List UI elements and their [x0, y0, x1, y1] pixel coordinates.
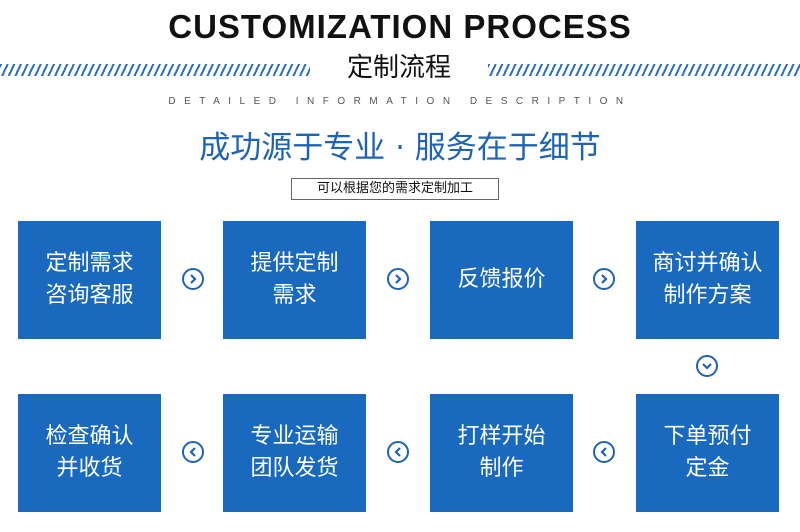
- step-5-line2: 定金: [685, 456, 730, 481]
- chevron-left-circle-icon: [593, 441, 615, 463]
- page-title: CUSTOMIZATION PROCESS: [168, 8, 632, 45]
- step-3-box: 反馈报价: [430, 221, 573, 339]
- step-1-box: 定制需求 咨询客服: [18, 221, 161, 339]
- step-6-box: 打样开始 制作: [430, 394, 573, 512]
- step-4-line2: 制作方案: [663, 283, 752, 308]
- chevron-left-circle-icon: [182, 441, 204, 463]
- step-8-line1: 检查确认: [45, 424, 134, 449]
- step-2-line1: 提供定制: [250, 251, 339, 276]
- detail-caption: DETAILED INFORMATION DESCRIPTION: [168, 96, 632, 107]
- step-6-line1: 打样开始: [457, 424, 546, 449]
- step-1-line2: 咨询客服: [45, 283, 134, 308]
- step-3-line1: 反馈报价: [457, 267, 546, 292]
- hatch-decoration-left: [0, 64, 310, 76]
- chevron-right-circle-icon: [387, 268, 409, 290]
- step-7-line2: 团队发货: [250, 456, 339, 481]
- slogan: 成功源于专业 · 服务在于细节: [199, 130, 601, 166]
- step-6-line2: 制作: [479, 456, 524, 481]
- hatch-decoration-right: [488, 64, 800, 76]
- chevron-left-circle-icon: [387, 441, 409, 463]
- step-8-box: 检查确认 并收货: [18, 394, 161, 512]
- step-4-line1: 商讨并确认: [652, 251, 763, 276]
- step-5-line1: 下单预付: [663, 424, 752, 449]
- step-8-line2: 并收货: [56, 456, 123, 481]
- step-5-box: 下单预付 定金: [636, 394, 779, 512]
- page-subtitle: 定制流程: [346, 53, 451, 83]
- chevron-right-circle-icon: [593, 268, 615, 290]
- chevron-down-circle-icon: [696, 355, 718, 377]
- chevron-right-circle-icon: [182, 268, 204, 290]
- step-4-box: 商讨并确认 制作方案: [636, 221, 779, 339]
- subtitle-row: 定制流程: [0, 50, 800, 86]
- step-1-line1: 定制需求: [45, 251, 134, 276]
- customization-note: 可以根据您的需求定制加工: [291, 178, 499, 200]
- step-7-line1: 专业运输: [250, 424, 339, 449]
- step-2-line2: 需求: [272, 283, 317, 308]
- step-2-box: 提供定制 需求: [223, 221, 366, 339]
- step-7-box: 专业运输 团队发货: [223, 394, 366, 512]
